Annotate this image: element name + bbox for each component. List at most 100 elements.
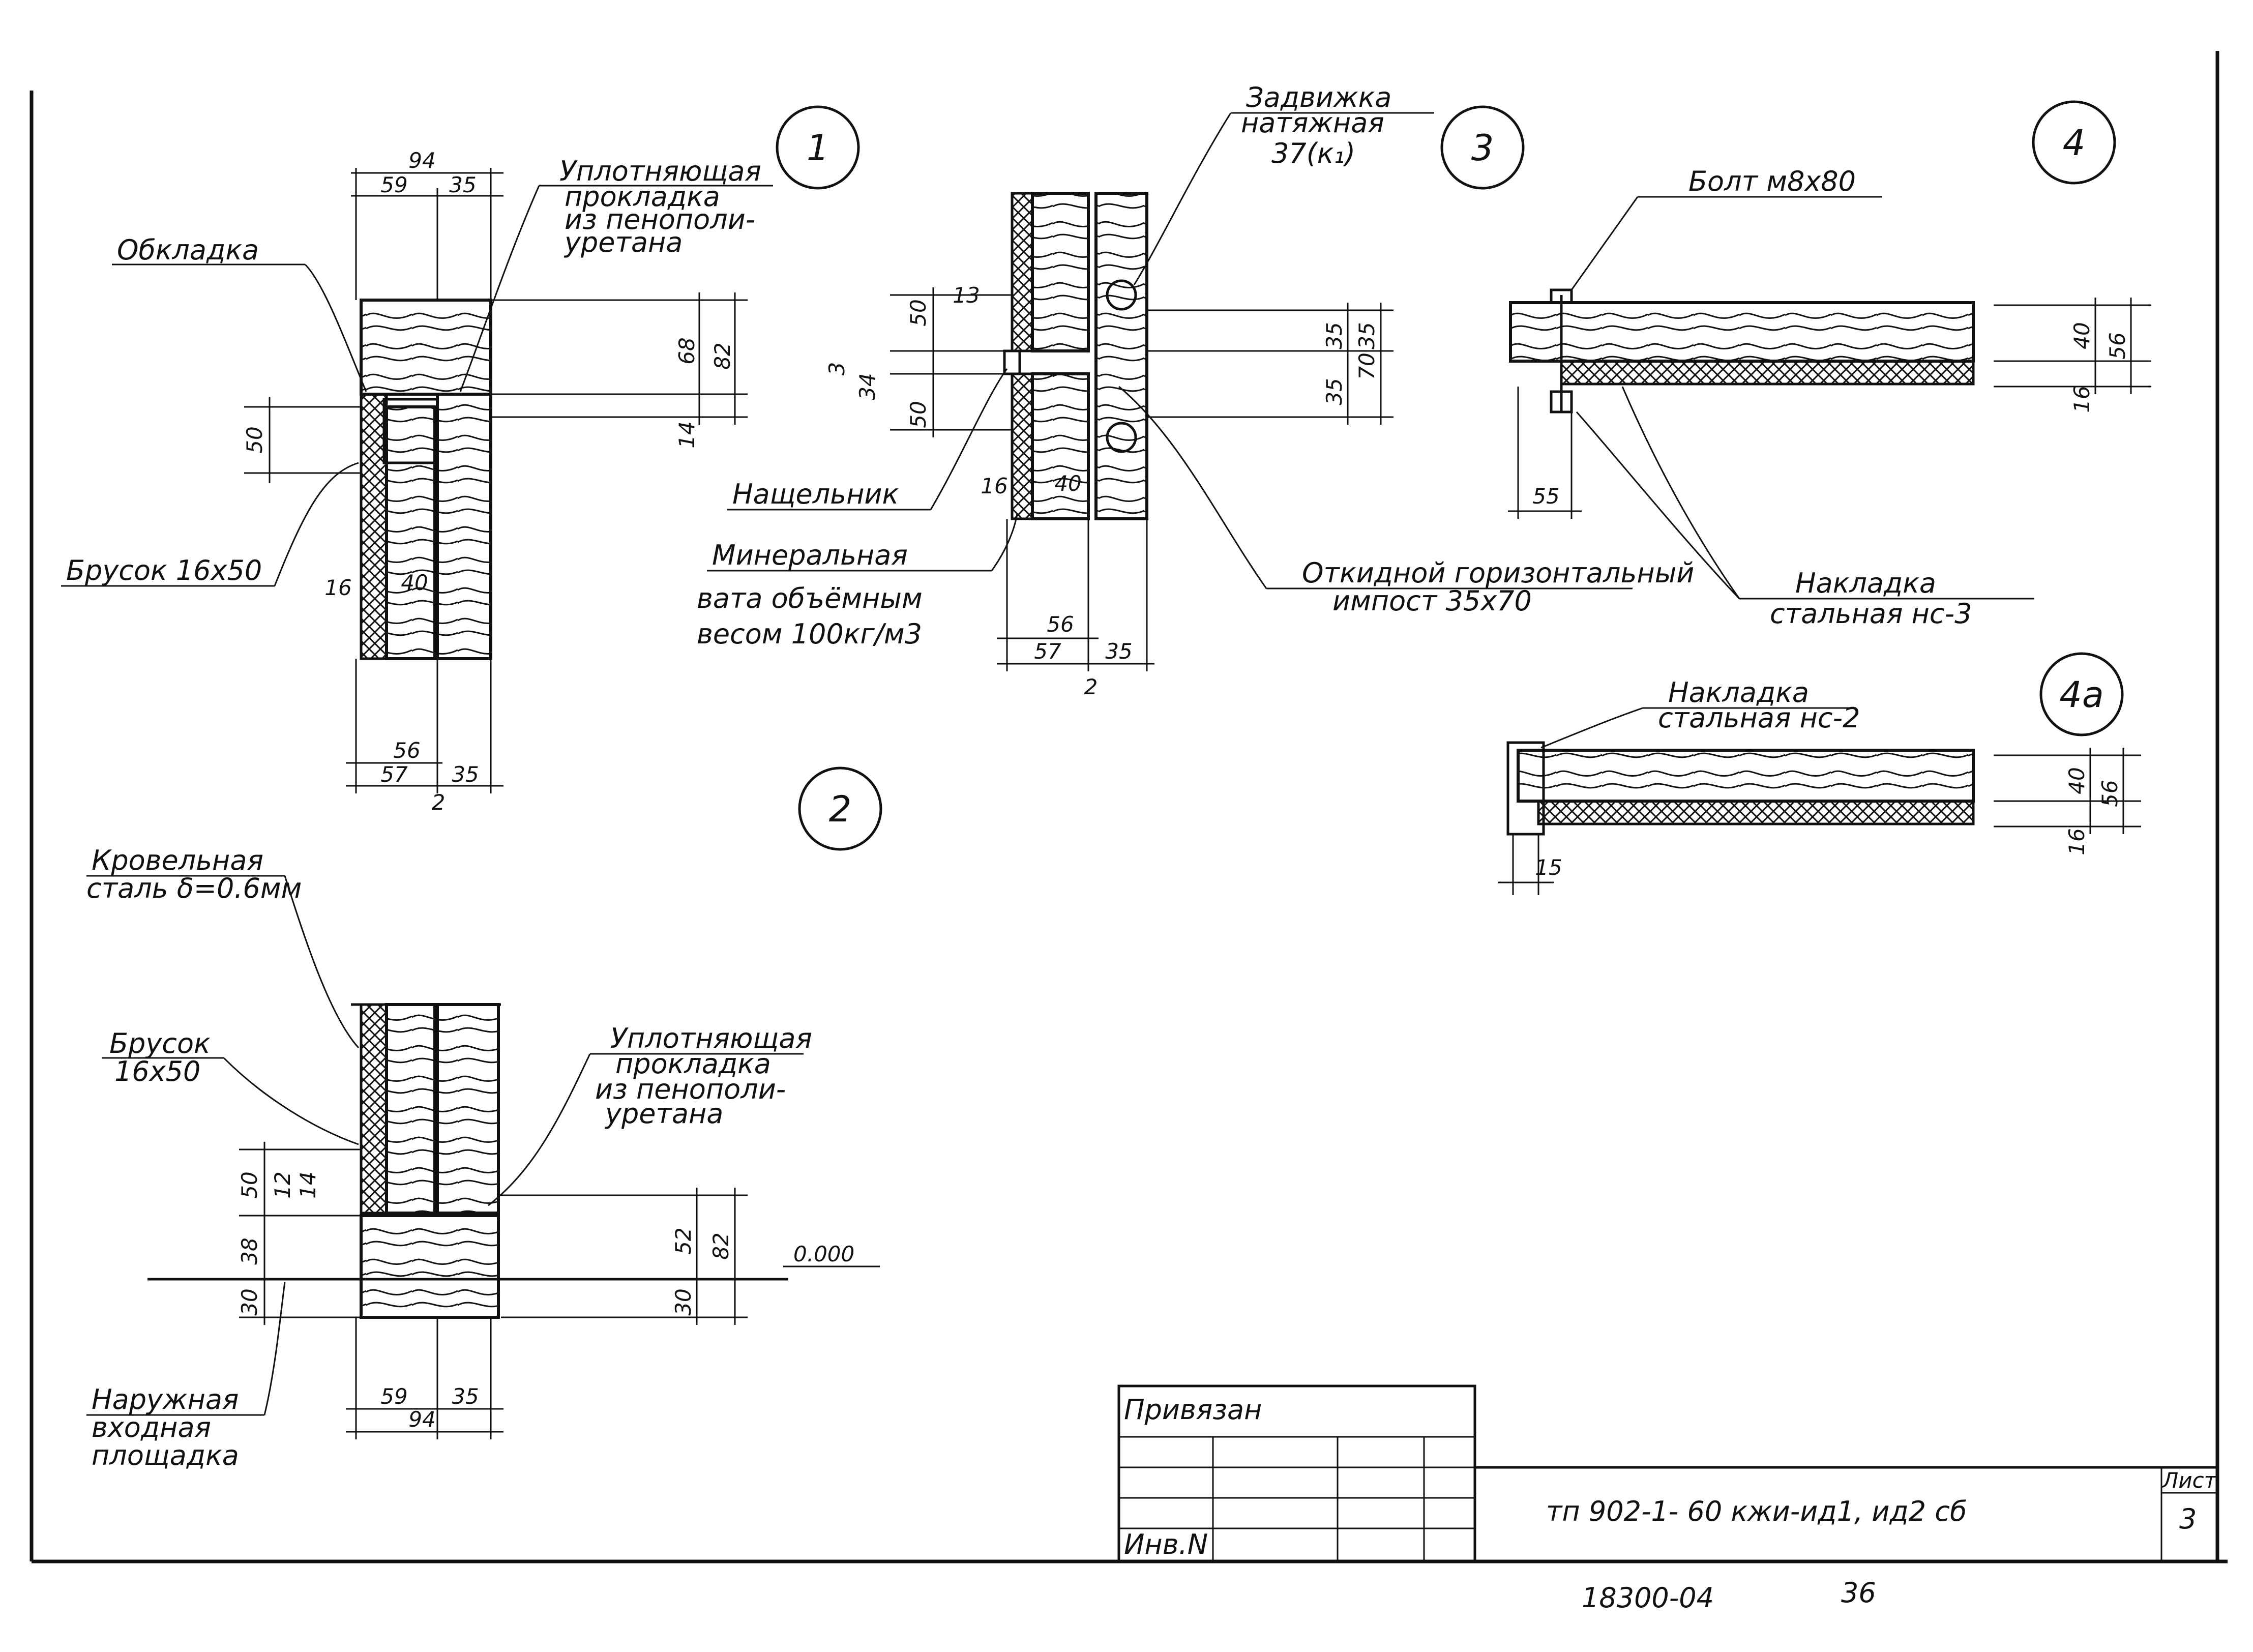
detail-4: 4 40 56 16 55 Болт м8х80 Накладка стальн…	[1508, 100, 2151, 630]
footer-doc-no: 18300-04	[1582, 1582, 1714, 1614]
d2-label-area-3: площадка	[92, 1439, 239, 1471]
d4-dim-40: 40	[2069, 322, 2094, 349]
d3-label-latch-2: натяжная	[1241, 107, 1384, 139]
d2-dim-59: 59	[380, 1384, 407, 1409]
d3-dim-56: 56	[1047, 612, 1074, 637]
detail-2-marker	[798, 766, 882, 851]
d1-label-seal-3: из пенополи-	[565, 203, 755, 235]
d4a-dim-16: 16	[2064, 828, 2089, 855]
d2-dim-30: 30	[237, 1288, 262, 1315]
detail-4a: 4а 40 56 16 15 Накладка стальная нс-2	[1498, 652, 2141, 895]
d3-dim-35c: 35	[1354, 322, 1379, 349]
d2-dim-35: 35	[452, 1384, 479, 1409]
detail-4-marker	[2032, 100, 2116, 185]
d2-dim-30b: 30	[671, 1288, 696, 1315]
d3-dim-35b: 35	[1322, 378, 1347, 405]
d1-dim-50: 50	[242, 426, 267, 453]
d2-label-seal-2: прокладка	[615, 1048, 771, 1080]
d4-label-bolt: Болт м8х80	[1688, 165, 1856, 197]
title-privyazan: Привязан	[1124, 1394, 1262, 1426]
d3-dim-16: 16	[981, 474, 1007, 498]
d4-label-plate-1: Накладка	[1795, 567, 1936, 599]
d4-dim-16: 16	[2069, 386, 2094, 412]
d2-dim-52: 52	[671, 1227, 696, 1254]
d1-dim-16: 16	[324, 575, 351, 600]
d3-dim-35a: 35	[1322, 322, 1347, 349]
d3-label-min-1: Минеральная	[712, 539, 908, 571]
d2-label-area-1: Наружная	[92, 1383, 239, 1415]
d1-dim-56: 56	[393, 738, 420, 763]
title-code: тп 902-1- 60 кжи-ид1, ид2 сб	[1546, 1495, 1967, 1527]
d3-dim-50a: 50	[906, 299, 931, 326]
d1-dim-57: 57	[380, 762, 408, 787]
d2-label-brusok-2: 16х50	[114, 1055, 200, 1087]
d1-label-brusok: Брусок 16х50	[66, 554, 262, 586]
d1-dim-14: 14	[674, 421, 699, 448]
d4-dim-55: 55	[1532, 484, 1559, 509]
title-sheet-label: Лист	[2161, 1468, 2217, 1493]
detail-3-marker	[1440, 105, 1525, 190]
d1-dim-94: 94	[408, 148, 435, 173]
d2-label-roof-2: сталь δ=0.6мм	[86, 872, 302, 904]
d4a-label-plate-2: стальная нс-2	[1658, 702, 1860, 734]
d3-label-latch-1: Задвижка	[1246, 81, 1391, 113]
d3-dim-50b: 50	[906, 401, 931, 428]
title-block: Привязан Инв.N тп 902-1- 60 кжи-ид1, ид2…	[1117, 1384, 2219, 1563]
d4a-dim-56: 56	[2097, 780, 2122, 807]
d1-label-seal-2: прокладка	[565, 181, 720, 213]
d3-label-nasch: Нащельник	[732, 478, 899, 510]
detail-2-number: 2	[829, 788, 852, 830]
title-sheet-no: 3	[2179, 1503, 2197, 1535]
detail-4a-marker	[2039, 652, 2124, 736]
d2-dim-12: 12	[270, 1171, 295, 1198]
d3-dim-3: 3	[824, 362, 849, 376]
d3-label-latch-3: 37(к₁)	[1271, 137, 1355, 169]
d4a-dim-15: 15	[1535, 855, 1562, 880]
d3-label-impost-2: импост 35х70	[1332, 585, 1532, 617]
d4a-label-plate-1: Накладка	[1668, 676, 1809, 709]
d4-dim-56: 56	[2105, 332, 2130, 359]
d3-dim-13: 13	[953, 283, 980, 308]
d3-dim-57: 57	[1034, 639, 1061, 664]
detail-4a-number: 4а	[2059, 674, 2103, 716]
d1-dim-35b: 35	[452, 762, 479, 787]
d1-label-seal-1: Уплотняющая	[559, 155, 761, 187]
d2-label-area-2: входная	[92, 1411, 211, 1443]
d3-dim-40: 40	[1054, 471, 1081, 496]
d2-level: 0.000	[793, 1242, 854, 1266]
footer-page: 36	[1841, 1577, 1876, 1609]
d3-label-min-3: весом 100кг/м3	[697, 618, 922, 650]
d1-dim-40: 40	[401, 570, 428, 595]
d3-dim-70: 70	[1354, 352, 1379, 379]
detail-2: 2 0.000 50 12 14 38 30 52 82 30 59	[86, 766, 882, 1471]
d4-label-plate-2: стальная нс-3	[1770, 598, 1972, 630]
d1-dim-59: 59	[380, 172, 407, 197]
d4a-dim-40: 40	[2064, 767, 2089, 794]
detail-3-number: 3	[1471, 127, 1494, 169]
d1-dim-82: 82	[710, 342, 735, 369]
d2-label-seal-3: из пенополи-	[595, 1073, 786, 1105]
d2-dim-14: 14	[295, 1171, 320, 1198]
title-inv: Инв.N	[1124, 1528, 1208, 1560]
detail-1-marker	[776, 105, 860, 190]
d2-dim-94: 94	[408, 1407, 435, 1432]
footer: 18300-04 36	[1582, 1577, 1876, 1614]
d2-label-seal-4: уретана	[604, 1098, 723, 1130]
d2-dim-38: 38	[237, 1237, 262, 1264]
d2-dim-50: 50	[237, 1171, 262, 1198]
d3-label-min-2: вата объёмным	[697, 582, 923, 614]
d2-label-seal-1: Уплотняющая	[610, 1022, 812, 1054]
d3-dim-34: 34	[855, 373, 880, 400]
detail-1-number: 1	[807, 127, 829, 169]
d1-label-seal-4: уретана	[564, 226, 683, 258]
d2-label-brusok-1: Брусок	[109, 1027, 211, 1059]
detail-4-number: 4	[2063, 122, 2086, 164]
detail-1: 1 94 59 35 68 82 14 50 16 40	[61, 105, 860, 815]
detail-3: 3 50 13 3 34 50 16 40 35 35 35 70	[697, 81, 1694, 699]
d1-dim-35: 35	[449, 172, 476, 197]
d3-label-impost-1: Откидной горизонтальный	[1302, 557, 1694, 589]
d1-label-obkladka: Обкладка	[117, 234, 259, 266]
d2-label-roof-1: Кровельная	[92, 844, 263, 876]
d1-dim-2: 2	[432, 790, 446, 815]
d3-dim-2: 2	[1084, 674, 1098, 699]
